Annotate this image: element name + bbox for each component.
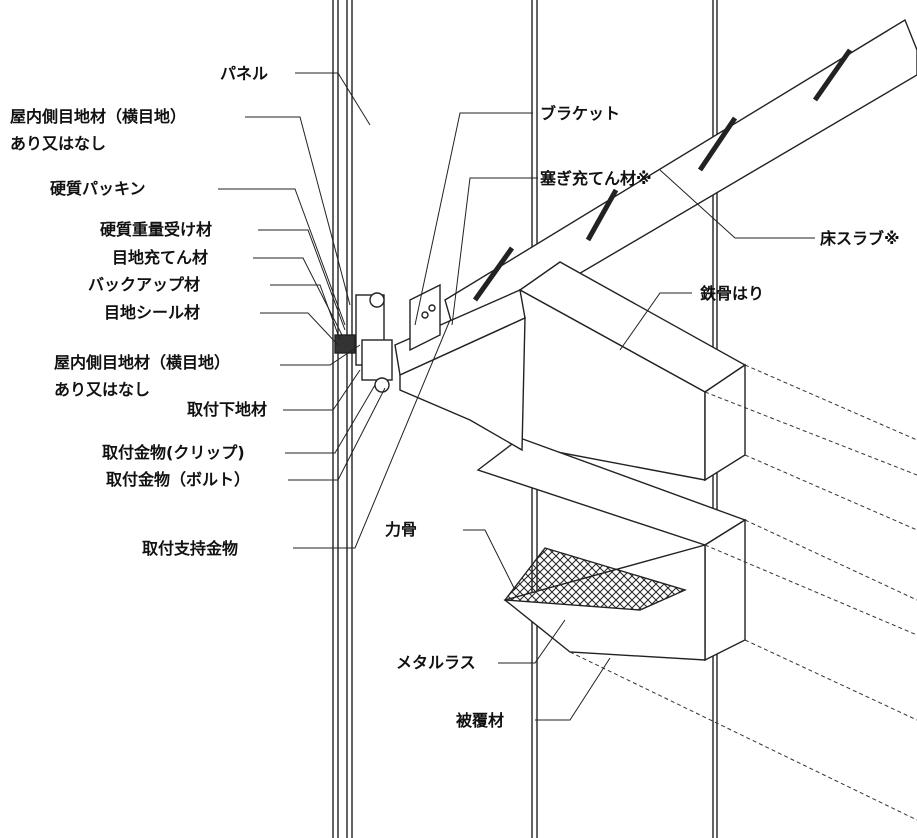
label-fireproof-cover: 被覆材: [456, 711, 504, 730]
labels: パネル 屋内側目地材（横目地） あり又はなし 硬質パッキン 硬質重量受け材 目地…: [10, 64, 900, 730]
metal-lath-shape: [503, 547, 688, 611]
label-steel-beam: 鉄骨はり: [700, 284, 764, 303]
label-hard-weight-receiver: 硬質重量受け材: [100, 220, 212, 239]
label-hard-packing: 硬質パッキン: [50, 179, 146, 198]
label-floor-slab: 床スラブ※: [820, 229, 900, 248]
label-mounting-bolt: 取付金物（ボルト）: [106, 470, 250, 489]
bracket-shape: [394, 283, 526, 452]
label-joint-sealant: 目地シール材: [104, 303, 200, 322]
label-gap-filler: 塞ぎ充てん材※: [540, 169, 652, 188]
label-metal-lath: メタルラス: [396, 653, 476, 672]
label-inner-joint-1b: あり又はなし: [10, 134, 106, 153]
beam-hidden-lines: [569, 364, 917, 821]
label-mounting-support: 取付支持金物: [142, 539, 238, 558]
label-rebar: 力骨: [385, 520, 417, 539]
leader-lines: [218, 72, 815, 721]
label-joint-filler: 目地充てん材: [112, 248, 208, 267]
steel-beam-shape: [476, 261, 747, 662]
mounting-hardware-shape: [334, 292, 393, 393]
label-backup-material: バックアップ材: [88, 275, 200, 294]
label-bracket: ブラケット: [540, 104, 620, 123]
label-inner-joint-2b: あり又はなし: [54, 380, 150, 399]
label-mounting-base: 取付下地材: [187, 400, 267, 419]
label-inner-joint-1a: 屋内側目地材（横目地）: [10, 107, 186, 126]
label-panel: パネル: [220, 64, 268, 83]
label-inner-joint-2a: 屋内側目地材（横目地）: [54, 353, 230, 372]
label-mounting-clip: 取付金物(クリップ): [102, 443, 245, 462]
